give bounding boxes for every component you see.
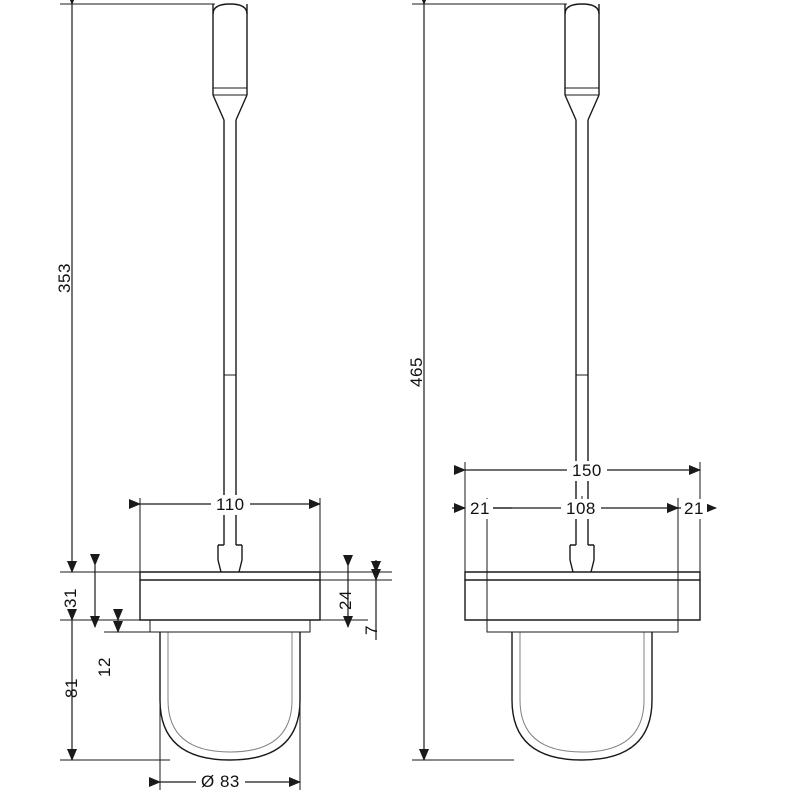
dim-label-108: 108 — [561, 499, 601, 519]
front-view-geometry — [139, 3, 321, 761]
dim-label-7: 7 — [361, 625, 381, 635]
dim-label-diameter-83: Ø 83 — [196, 772, 245, 792]
dim-label-21-left: 21 — [467, 499, 493, 519]
dim-label-465: 465 — [406, 357, 426, 387]
dim-label-110: 110 — [211, 495, 250, 515]
dim-label-21-right: 21 — [681, 499, 707, 519]
dim-label-150: 150 — [567, 461, 607, 481]
dim-label-81: 81 — [61, 678, 81, 698]
side-view-geometry — [464, 3, 701, 761]
dim-label-353: 353 — [54, 263, 74, 293]
dim-label-31: 31 — [60, 588, 80, 608]
side-view-dimension-lines — [412, 0, 717, 761]
dim-label-24: 24 — [335, 590, 355, 610]
dim-label-12: 12 — [94, 657, 114, 677]
